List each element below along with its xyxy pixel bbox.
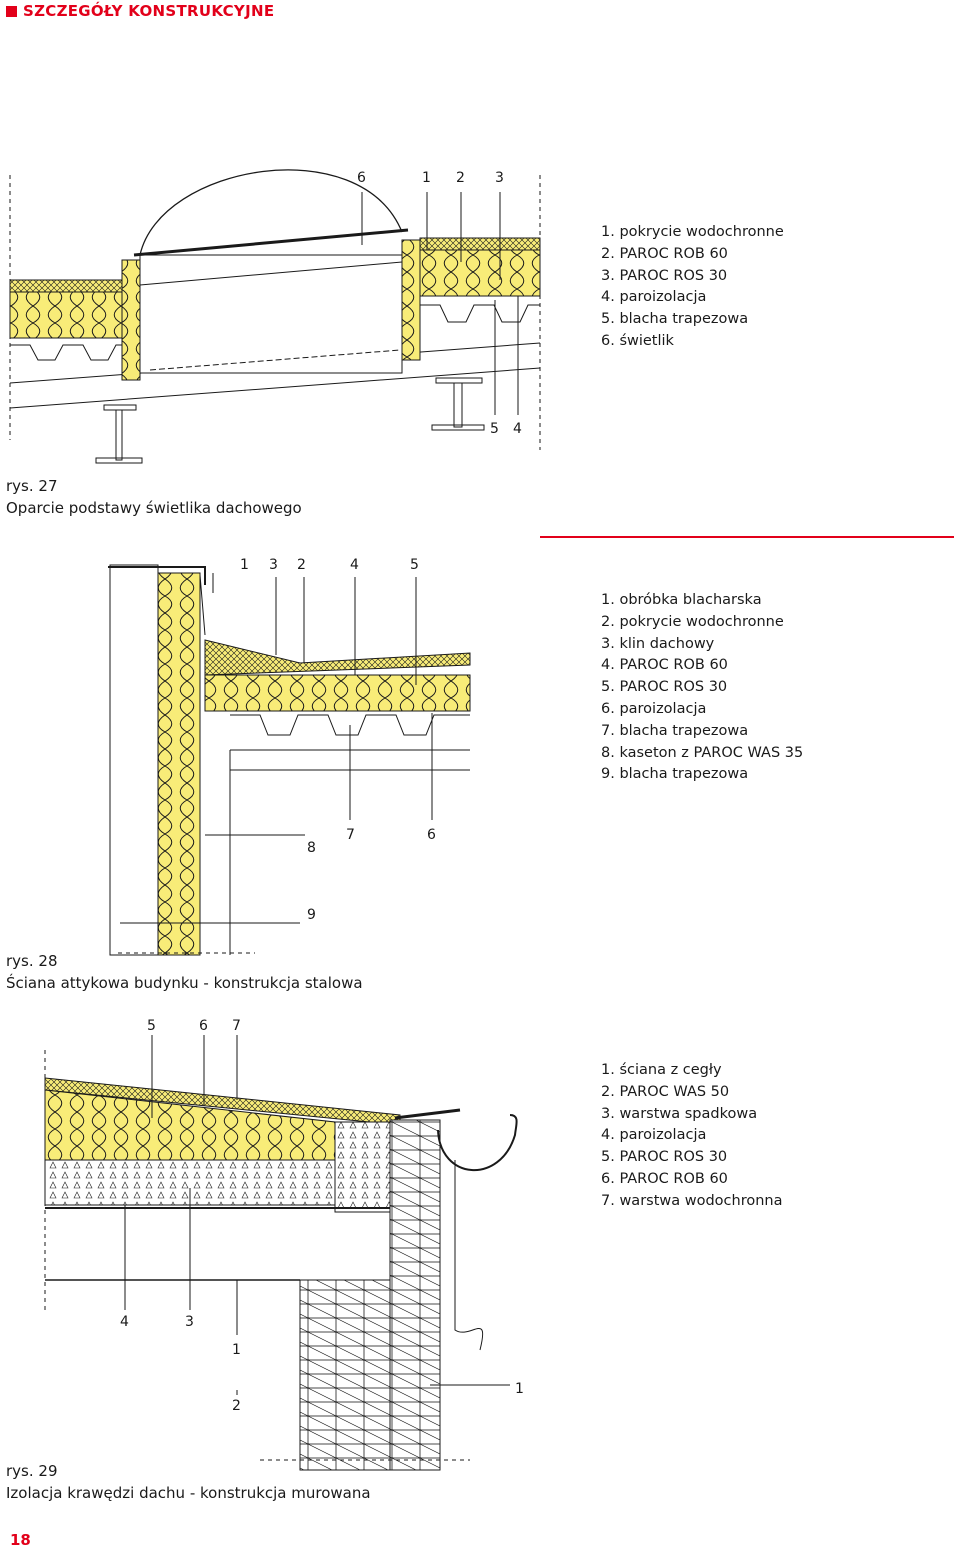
separator-line: [540, 536, 954, 538]
legend-item: 1. obróbka blacharska: [601, 592, 762, 608]
fig29-callout-5: 5: [147, 1018, 156, 1034]
fig28-callout-1: 1: [240, 557, 249, 573]
legend-item: 5. PAROC ROS 30: [601, 679, 728, 696]
fig28-caption: rys. 28 Ściana attykowa budynku - konstr…: [6, 950, 363, 994]
legend-item: 3. klin dachowy: [601, 635, 715, 652]
legend-item: 5. blacha trapezowa: [601, 311, 749, 328]
page-header: SZCZEGÓŁY KONSTRUKCYJNE: [6, 2, 274, 20]
fig28-callout-7: 7: [346, 827, 355, 843]
fig29-callout-2: 2: [232, 1398, 241, 1414]
fig29-callout-6: 6: [199, 1018, 208, 1034]
fig28-caption-text: Ściana attykowa budynku - konstrukcja st…: [6, 974, 363, 992]
fig27-legend: 1. pokrycie wodochronne 2. PAROC ROB 60 …: [601, 222, 784, 353]
fig28-callout-2: 2: [297, 557, 306, 573]
fig29-callout-1b: 1: [515, 1381, 524, 1397]
fig28-callout-3: 3: [269, 557, 278, 573]
header-square-icon: [6, 5, 17, 17]
fig29-callout-7: 7: [232, 1018, 241, 1034]
fig28-callout-9: 9: [307, 907, 316, 923]
figure-29-drawing: 5 6 7 4 3 1 2 1: [44, 1018, 524, 1471]
legend-item: 1. pokrycie wodochronne: [601, 224, 784, 240]
fig27-caption: rys. 27 Oparcie podstawy świetlika dacho…: [6, 475, 302, 519]
figure-28-drawing: 1 3 2 4 5 8 7 6 9: [108, 557, 471, 956]
fig29-callout-3: 3: [185, 1314, 194, 1330]
page-number: 18: [10, 1531, 31, 1549]
fig27-callout-4: 4: [513, 421, 522, 437]
legend-item: 3. PAROC ROS 30: [601, 267, 728, 284]
legend-item: 7. blacha trapezowa: [601, 722, 749, 739]
fig27-callout-2: 2: [456, 170, 465, 186]
fig29-caption: rys. 29 Izolacja krawędzi dachu - konstr…: [6, 1460, 371, 1504]
fig29-caption-text: Izolacja krawędzi dachu - konstrukcja mu…: [6, 1484, 371, 1502]
fig28-callout-8: 8: [307, 840, 316, 856]
legend-item: 4. paroizolacja: [601, 289, 707, 306]
legend-item: 8. kaseton z PAROC WAS 35: [601, 744, 804, 761]
fig28-callout-5: 5: [410, 557, 419, 573]
legend-item: 9. blacha trapezowa: [601, 766, 749, 783]
legend-item: 7. warstwa wodochronna: [601, 1192, 783, 1209]
fig27-callout-6: 6: [357, 170, 366, 186]
fig29-callout-1: 1: [232, 1342, 241, 1358]
legend-item: 6. paroizolacja: [601, 700, 707, 717]
fig29-caption-number: rys. 29: [6, 1462, 58, 1480]
legend-item: 2. pokrycie wodochronne: [601, 613, 784, 630]
fig27-callout-3: 3: [495, 170, 504, 186]
fig28-callout-6: 6: [427, 827, 436, 843]
legend-item: 5. PAROC ROS 30: [601, 1149, 728, 1166]
fig27-caption-text: Oparcie podstawy świetlika dachowego: [6, 499, 302, 517]
legend-item: 2. PAROC ROB 60: [601, 245, 728, 262]
fig27-caption-number: rys. 27: [6, 477, 58, 495]
fig28-legend: 1. obróbka blacharska 2. pokrycie wodoch…: [601, 590, 803, 786]
legend-item: 4. paroizolacja: [601, 1127, 707, 1144]
fig29-legend: 1. ściana z cegły 2. PAROC WAS 50 3. war…: [601, 1060, 783, 1213]
legend-item: 6. świetlik: [601, 332, 674, 349]
figure-27-drawing: 6 1 2 3 5 4: [9, 169, 541, 464]
legend-item: 4. PAROC ROB 60: [601, 657, 728, 674]
legend-item: 1. ściana z cegły: [601, 1062, 722, 1078]
legend-item: 6. PAROC ROB 60: [601, 1170, 728, 1187]
legend-item: 2. PAROC WAS 50: [601, 1083, 730, 1100]
fig29-callout-4: 4: [120, 1314, 129, 1330]
fig28-caption-number: rys. 28: [6, 952, 58, 970]
page-title: SZCZEGÓŁY KONSTRUKCYJNE: [23, 2, 275, 20]
fig28-callout-4: 4: [350, 557, 359, 573]
legend-item: 3. warstwa spadkowa: [601, 1105, 758, 1122]
fig27-callout-5: 5: [490, 421, 499, 437]
fig27-callout-1: 1: [422, 170, 431, 186]
